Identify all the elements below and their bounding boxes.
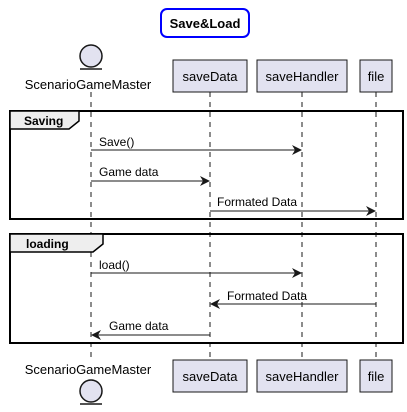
participant-savehandler-bottom: saveHandler (256, 359, 348, 393)
actor-label-bottom: ScenarioGameMaster (25, 362, 152, 377)
participant-file-top: file (359, 59, 393, 93)
group-loading: loading (9, 233, 404, 344)
participant-savedata-bottom: saveData (172, 359, 248, 393)
participant-file-label-top: file (368, 69, 385, 84)
participant-file-bottom: file (359, 359, 393, 393)
message-label-game-data: Game data (99, 165, 159, 179)
actor-label-top: ScenarioGameMaster (25, 77, 152, 92)
participant-savedata-label-top: saveData (183, 69, 239, 84)
participant-savehandler-top: saveHandler (256, 59, 348, 93)
message-label-game-data-return: Game data (109, 319, 169, 333)
participant-savedata-top: saveData (172, 59, 248, 93)
group-saving: Saving (9, 110, 404, 220)
actor-top: ScenarioGameMaster (25, 44, 152, 92)
diagram-title: Save&Load (170, 16, 241, 31)
participant-file-label-bottom: file (368, 369, 385, 384)
participant-savehandler-label-top: saveHandler (266, 69, 340, 84)
participant-savehandler-label-bottom: saveHandler (266, 369, 340, 384)
group-loading-label: loading (26, 237, 69, 251)
message-label-formated-data-load: Formated Data (227, 289, 307, 303)
actor-icon (79, 44, 103, 68)
message-label-load: load() (99, 258, 130, 272)
group-saving-label: Saving (24, 114, 63, 128)
participant-savedata-label-bottom: saveData (183, 369, 239, 384)
actor-icon-bottom (79, 379, 103, 403)
message-label-formated-data-save: Formated Data (217, 195, 297, 209)
title-box (160, 8, 250, 38)
message-label-save: Save() (99, 135, 134, 149)
actor-bottom: ScenarioGameMaster (25, 362, 152, 405)
